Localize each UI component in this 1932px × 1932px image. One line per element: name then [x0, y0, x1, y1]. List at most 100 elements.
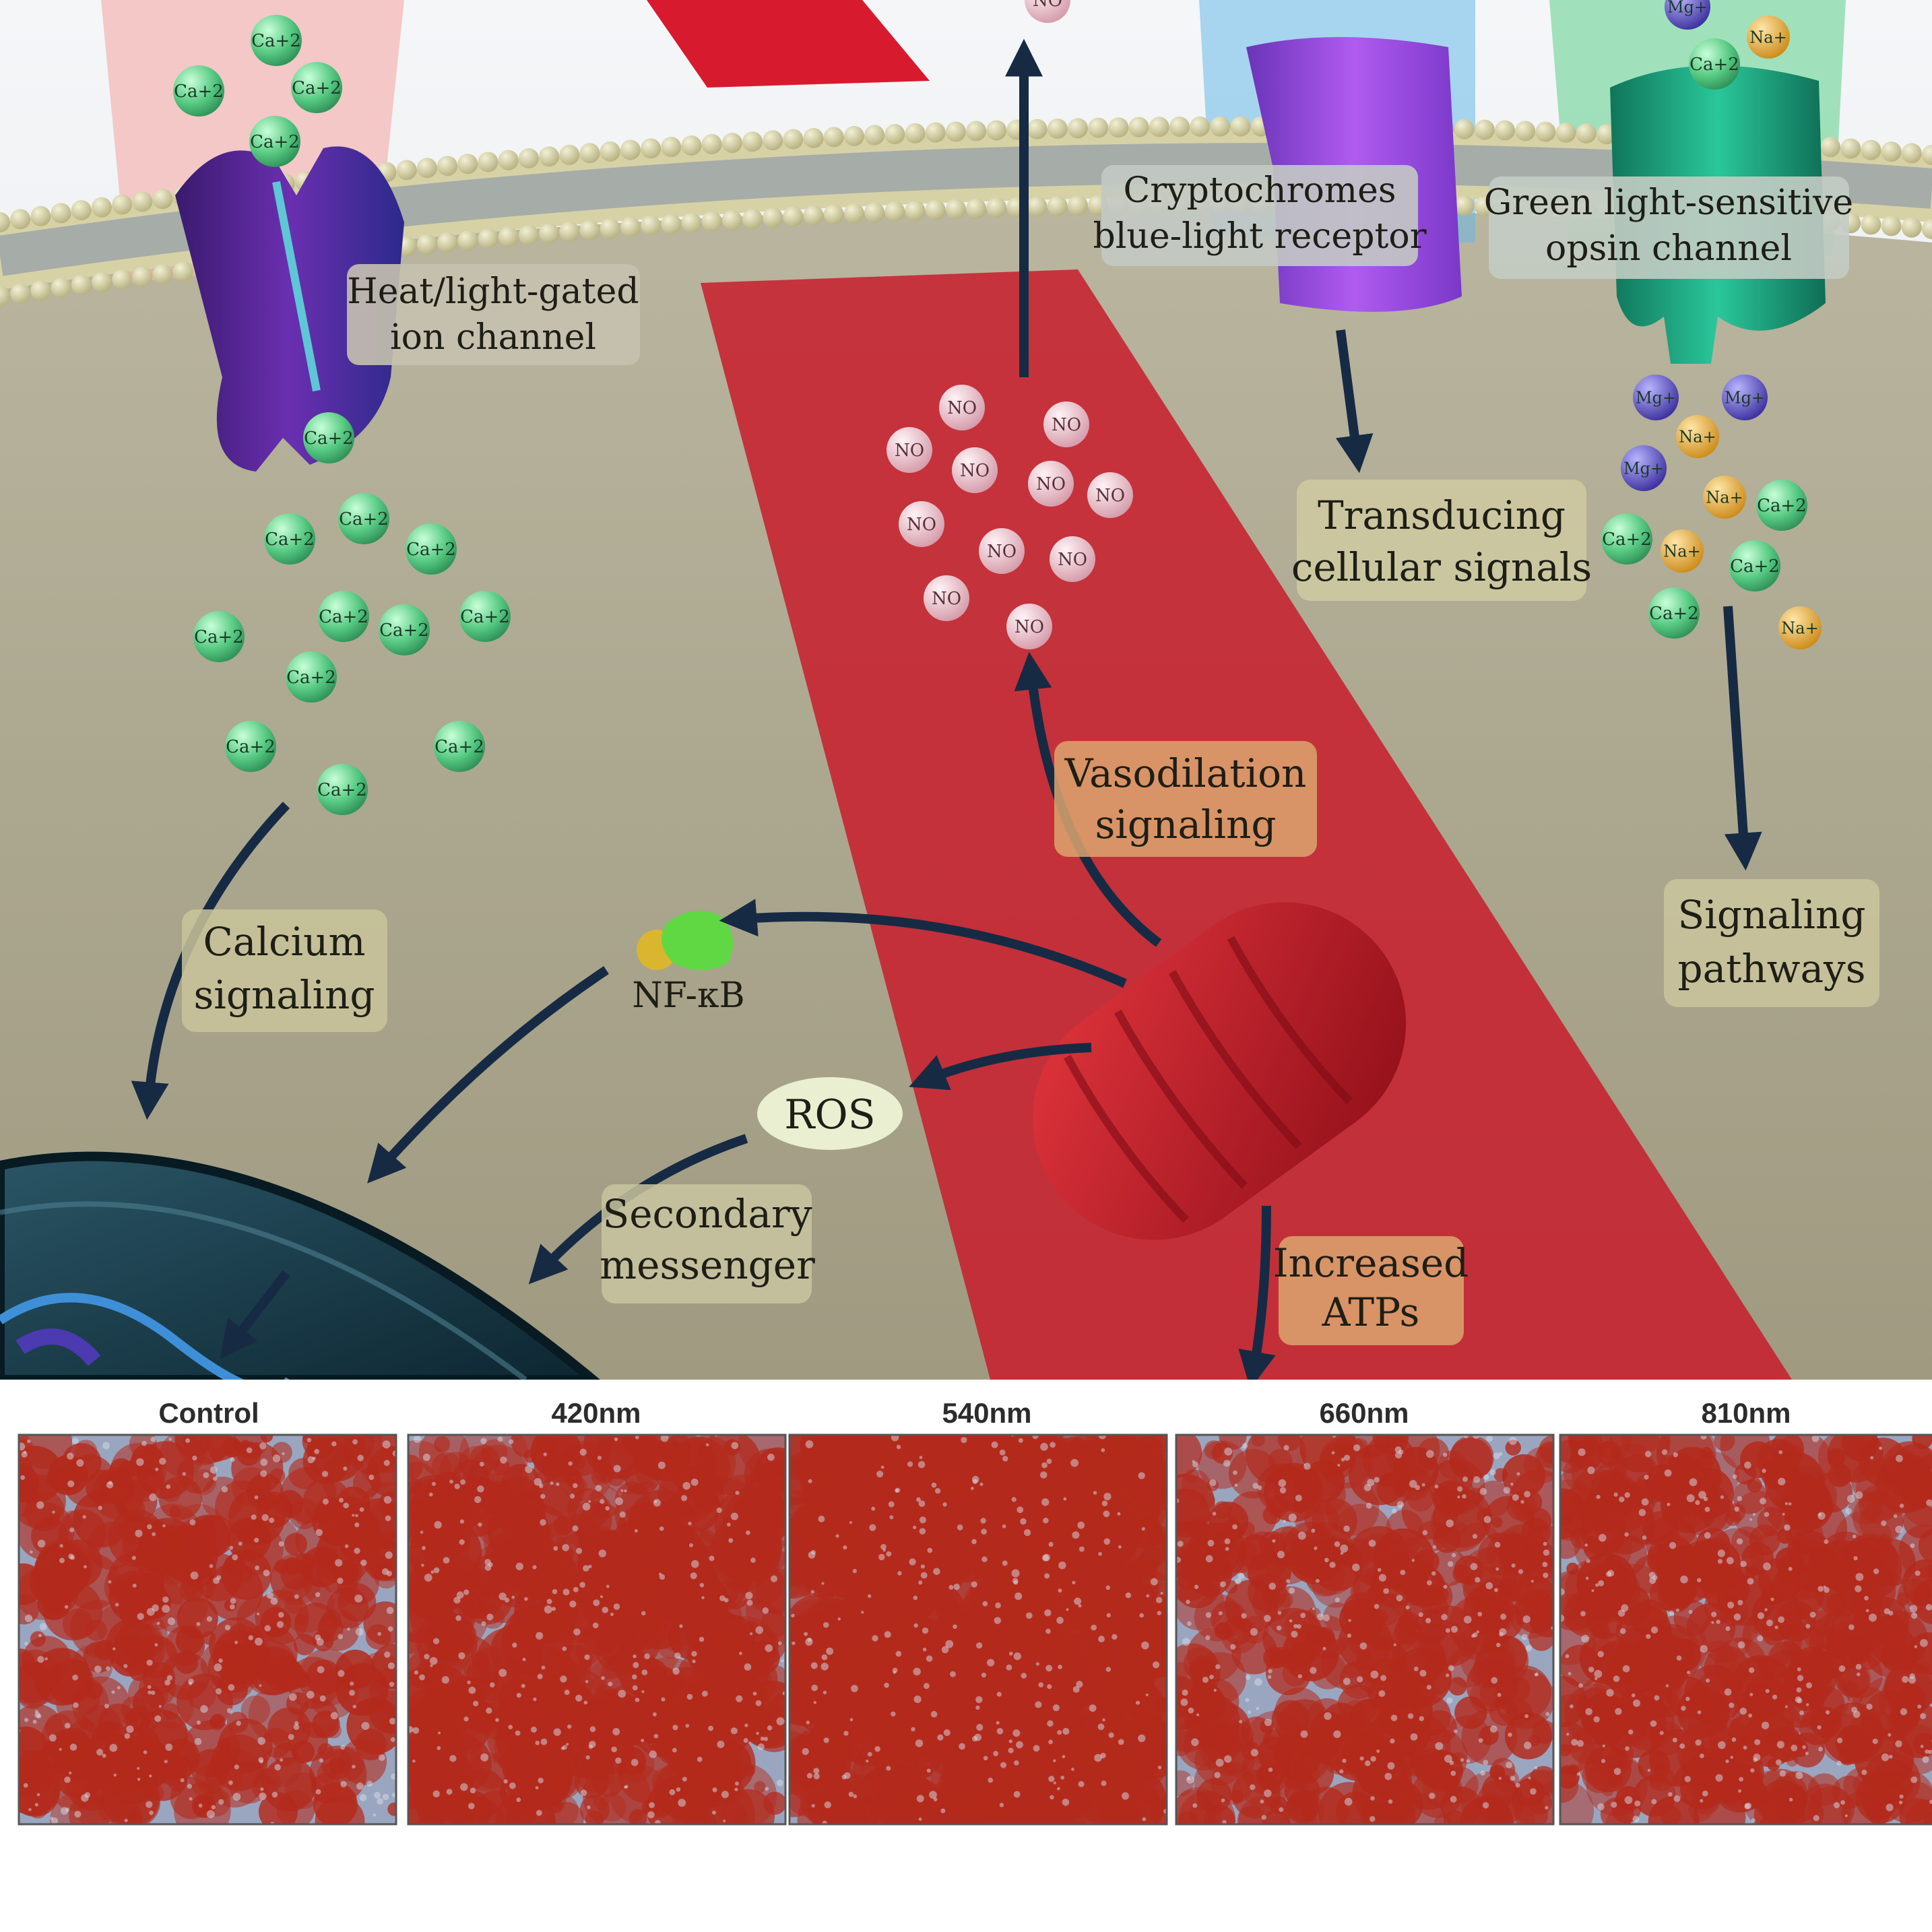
- lipid-head-outer: [1454, 119, 1475, 139]
- mitochondrion: [1032, 902, 1407, 1240]
- svg-text:Ca+2: Ca+2: [226, 737, 276, 757]
- atp-arrow: [1238, 1205, 1276, 1380]
- no-molecule: NO: [1050, 536, 1095, 582]
- no-molecule: NO: [899, 501, 944, 547]
- lipid-head-outer: [1881, 141, 1902, 162]
- label-cryptochromes: Cryptochromes blue-light receptor: [1093, 165, 1427, 266]
- lipid-head-inner: [843, 203, 864, 224]
- svg-text:Mg+: Mg+: [1725, 388, 1765, 407]
- label-line: opsin channel: [1545, 228, 1792, 269]
- lipid-head-outer: [641, 138, 662, 159]
- lipid-head-inner: [498, 226, 519, 247]
- svg-text:NO: NO: [1015, 617, 1044, 637]
- lipid-head-inner: [437, 232, 458, 253]
- no-molecule: NO: [979, 528, 1025, 574]
- lipid-head-outer: [1210, 116, 1231, 137]
- calcium-ion: Ca+2: [251, 15, 302, 66]
- lipid-head-outer: [823, 127, 844, 148]
- svg-text:Ca+2: Ca+2: [1602, 529, 1652, 550]
- svg-text:NO: NO: [907, 515, 936, 535]
- magnesium-ion: Mg+: [1665, 0, 1710, 30]
- lipid-head-outer: [681, 135, 702, 156]
- lipid-head-outer: [620, 139, 641, 160]
- lipid-head-outer: [1576, 123, 1597, 143]
- calcium-ion: Ca+2: [338, 493, 389, 544]
- svg-text:NO: NO: [1052, 415, 1081, 435]
- lipid-head-outer: [396, 160, 417, 181]
- lipid-head-outer: [518, 148, 539, 169]
- svg-text:Ca+2: Ca+2: [379, 620, 429, 641]
- transducing-arrow: [1335, 329, 1374, 474]
- lipid-head-outer: [661, 137, 682, 158]
- lipid-head-inner: [559, 222, 580, 243]
- label-vasodilation: Vasodilation signaling: [1054, 741, 1317, 857]
- panel-image-810nm: [1559, 1434, 1932, 1826]
- lipid-head-outer: [1128, 117, 1149, 137]
- lipid-head-outer: [112, 194, 133, 215]
- svg-text:Ca+2: Ca+2: [1757, 496, 1807, 516]
- calcium-ion: Ca+2: [1689, 38, 1740, 90]
- no-molecule: NO: [887, 427, 932, 473]
- lipid-head-inner: [1861, 214, 1881, 235]
- lipid-head-outer: [1515, 121, 1536, 141]
- label-line: Secondary: [602, 1191, 812, 1237]
- lipid-head-inner: [823, 204, 844, 225]
- lipid-head-outer: [1108, 117, 1129, 138]
- lipid-head-outer: [498, 150, 519, 170]
- lipid-head-outer: [1555, 122, 1576, 143]
- microscopy-panels: Control 420nm 540nm 660nm 810nm: [18, 1397, 1932, 1826]
- svg-text:Ca+2: Ca+2: [251, 31, 301, 51]
- heat-light-gated-ion-channel: [175, 146, 404, 472]
- svg-text:NO: NO: [1058, 550, 1087, 570]
- lipid-head-inner: [701, 211, 722, 232]
- lipid-head-inner: [1027, 196, 1048, 217]
- panel-title-660nm: 660nm: [1319, 1397, 1409, 1429]
- signaling-pathways-arrow: [1723, 606, 1762, 871]
- calcium-ion: Ca+2: [317, 764, 368, 815]
- lipid-head-inner: [1881, 216, 1902, 236]
- lipid-head-outer: [925, 122, 946, 143]
- panel-image-540nm: [788, 1434, 1168, 1826]
- lipid-head-outer: [579, 143, 600, 164]
- svg-text:Mg+: Mg+: [1623, 459, 1664, 478]
- lipid-head-inner: [681, 212, 702, 233]
- lipid-head-outer: [71, 200, 92, 221]
- nucleus-arrow: [220, 1270, 290, 1359]
- calcium-ion: Ca+2: [1601, 513, 1652, 565]
- no-molecule: NO: [1087, 472, 1133, 518]
- lipid-head-outer: [1535, 121, 1556, 142]
- label-increased-atps: Increased ATPs: [1273, 1236, 1469, 1345]
- lipid-head-inner: [1047, 195, 1068, 216]
- label-line: pathways: [1677, 946, 1865, 992]
- nf-kb-to-nucleus-line: [367, 966, 609, 1184]
- label-line: messenger: [600, 1242, 815, 1288]
- lipid-head-outer: [437, 156, 458, 176]
- label-ros: ROS: [784, 1091, 875, 1138]
- lipid-head-inner: [71, 274, 92, 295]
- lipid-head-outer: [1922, 145, 1932, 165]
- lipid-head-outer: [559, 144, 580, 165]
- lipid-head-inner: [457, 230, 478, 251]
- lipid-head-outer: [1149, 117, 1169, 137]
- lipid-head-inner: [30, 280, 51, 301]
- svg-text:Ca+2: Ca+2: [434, 737, 484, 757]
- svg-text:Mg+: Mg+: [1667, 0, 1708, 16]
- no-molecule: NO: [939, 385, 985, 430]
- lipid-head-outer: [1901, 143, 1922, 164]
- lipid-head-outer: [132, 191, 153, 212]
- lipid-head-inner: [884, 201, 905, 222]
- lipid-head-outer: [1230, 116, 1251, 137]
- no-molecule: NO: [1006, 604, 1052, 649]
- label-secondary-messenger: Secondary messenger: [600, 1184, 815, 1303]
- nf-kb-arrow: [719, 899, 1127, 988]
- lipid-head-outer: [30, 205, 51, 226]
- lipid-head-inner: [986, 197, 1007, 218]
- lipid-head-outer: [1169, 117, 1190, 137]
- svg-text:Ca+2: Ca+2: [174, 82, 224, 102]
- svg-text:NO: NO: [947, 398, 977, 418]
- svg-text:Ca+2: Ca+2: [1649, 604, 1699, 624]
- lipid-head-inner: [763, 207, 783, 228]
- magnesium-ions: Mg+Mg+Mg+Mg+: [1621, 0, 1768, 491]
- lipid-head-outer: [0, 212, 10, 232]
